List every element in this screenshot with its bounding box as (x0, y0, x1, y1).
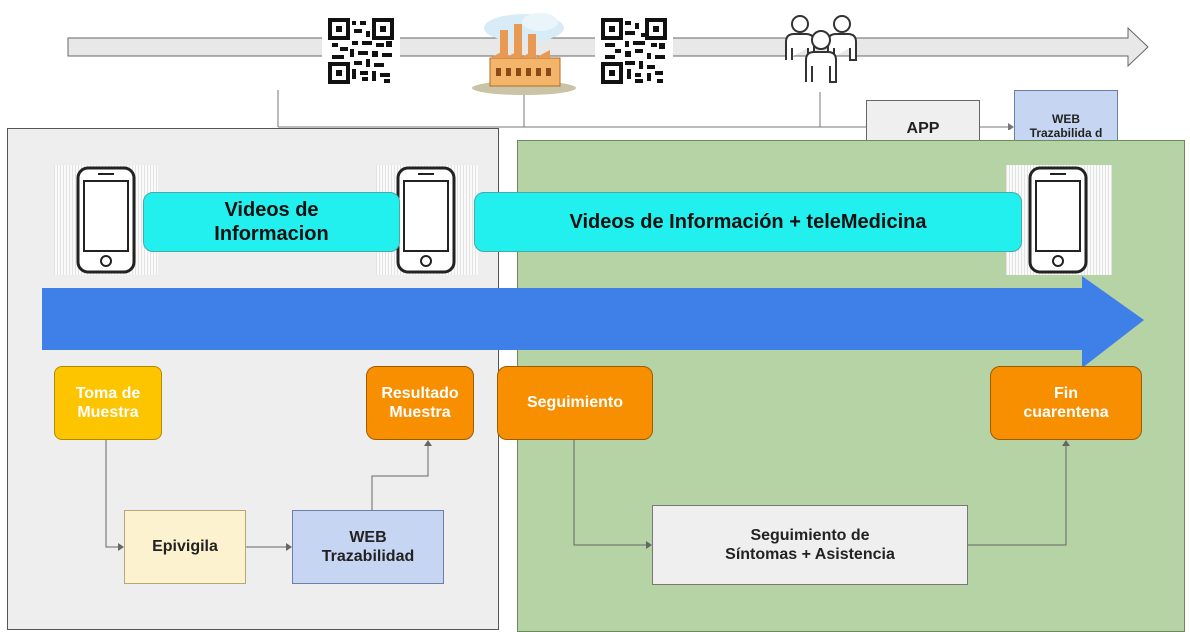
smartphone-icon (54, 165, 158, 275)
factory-icon (470, 8, 578, 96)
process-arrow (42, 276, 1144, 368)
epivigila-box: Epivigila (124, 510, 246, 584)
videos-telemedicina-box: Videos de Información + teleMedicina (474, 192, 1022, 252)
fin-cuarentena-label: Fin cuarentena (1023, 384, 1109, 421)
videos-informacion-label: Videos de Informacion (214, 199, 329, 245)
web-trazabilidad-label: WEB Trazabilidad (321, 528, 415, 565)
smartphone-icon (1006, 165, 1112, 275)
seguimiento-sintomas-box: Seguimiento de Síntomas + Asistencia (652, 505, 968, 585)
seguimiento-sintomas-label: Seguimiento de Síntomas + Asistencia (725, 526, 895, 563)
resultado-muestra-label: Resultado Muestra (381, 384, 459, 421)
resultado-muestra-box: Resultado Muestra (366, 366, 474, 440)
videos-informacion-box: Videos de Informacion (143, 192, 400, 252)
app-label: APP (906, 120, 940, 138)
qr-code-icon (595, 13, 673, 89)
fin-cuarentena-box: Fin cuarentena (990, 366, 1142, 440)
seguimiento-box: Seguimiento (497, 366, 653, 440)
web-trazabilidad-box: WEB Trazabilidad (292, 510, 444, 584)
qr-code-icon (322, 13, 400, 89)
seguimiento-label: Seguimiento (526, 394, 623, 412)
toma-muestra-label: Toma de Muestra (75, 384, 141, 421)
toma-muestra-box: Toma de Muestra (54, 366, 162, 440)
people-group-icon (780, 12, 862, 92)
epivigila-label: Epivigila (152, 538, 218, 556)
videos-telemedicina-label: Videos de Información + teleMedicina (569, 211, 927, 233)
web-top-label: WEB Trazabilida d (1029, 111, 1103, 140)
